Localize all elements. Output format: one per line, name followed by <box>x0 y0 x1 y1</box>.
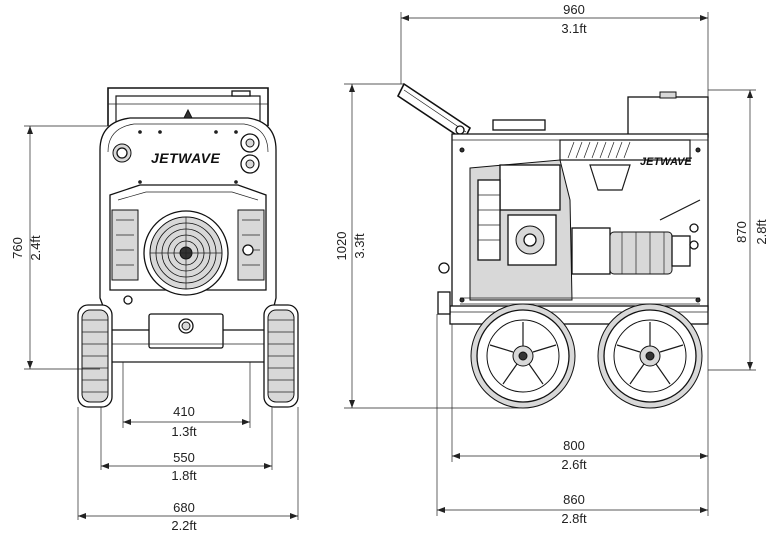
dim-body-height-ft: 2.8ft <box>754 219 769 245</box>
dim-overall-height-mm: 1020 <box>334 232 349 261</box>
dim-front-height-mm: 760 <box>10 237 25 259</box>
dim-front-height <box>24 125 108 370</box>
dim-side-wheelbase <box>451 324 709 462</box>
dim-inner-width-ft: 1.3ft <box>171 424 197 439</box>
dim-front-inner-width <box>122 362 251 428</box>
dim-overall-width-ft: 2.2ft <box>171 518 197 533</box>
front-right-wheel <box>263 304 299 408</box>
dim-wheelbase-ft: 2.6ft <box>561 457 587 472</box>
side-front-wheel <box>597 303 703 409</box>
side-brand-logo: JETWAVE <box>640 156 692 168</box>
dim-top-length-mm: 960 <box>563 2 585 17</box>
side-fuel-tank <box>627 96 709 138</box>
dim-base-length-mm: 860 <box>563 492 585 507</box>
dim-wheel-width-mm: 550 <box>173 450 195 465</box>
dim-side-body-height <box>708 89 756 371</box>
side-dimensions: 960 3.1ft 1020 3.3ft 870 2.8ft <box>334 2 769 526</box>
side-view: JETWAVE <box>396 82 709 409</box>
dim-top-length-ft: 3.1ft <box>561 21 587 36</box>
dim-overall-width-mm: 680 <box>173 500 195 515</box>
dim-body-height-mm: 870 <box>734 221 749 243</box>
dim-side-top-length <box>400 12 709 97</box>
front-badge-plate <box>123 295 224 349</box>
side-body <box>451 133 709 311</box>
dim-wheelbase-mm: 800 <box>563 438 585 453</box>
front-dimensions: 760 2.4ft 410 1.3ft 550 1.8ft <box>10 125 299 533</box>
dim-front-overall-width <box>77 407 299 520</box>
front-left-wheel <box>77 304 113 408</box>
dim-wheel-width-ft: 1.8ft <box>171 468 197 483</box>
front-rivets <box>138 130 238 184</box>
dim-front-height-ft: 2.4ft <box>28 235 43 261</box>
side-vents <box>567 141 631 159</box>
side-handle <box>396 82 472 142</box>
dim-base-length-ft: 2.8ft <box>561 511 587 526</box>
front-brand-logo: JETWAVE <box>151 150 221 166</box>
side-rear-wheel <box>470 303 576 409</box>
side-top-lid <box>492 119 546 131</box>
dim-inner-width-mm: 410 <box>173 404 195 419</box>
dim-side-overall-height <box>344 83 520 409</box>
front-fan-grille <box>143 210 229 296</box>
front-roll-frame <box>107 87 269 126</box>
front-view: JETWAVE <box>77 87 299 408</box>
dim-side-base-length <box>436 314 709 516</box>
side-pump <box>571 227 691 275</box>
dim-overall-height-ft: 3.3ft <box>352 233 367 259</box>
dim-front-wheel-width <box>100 407 273 470</box>
